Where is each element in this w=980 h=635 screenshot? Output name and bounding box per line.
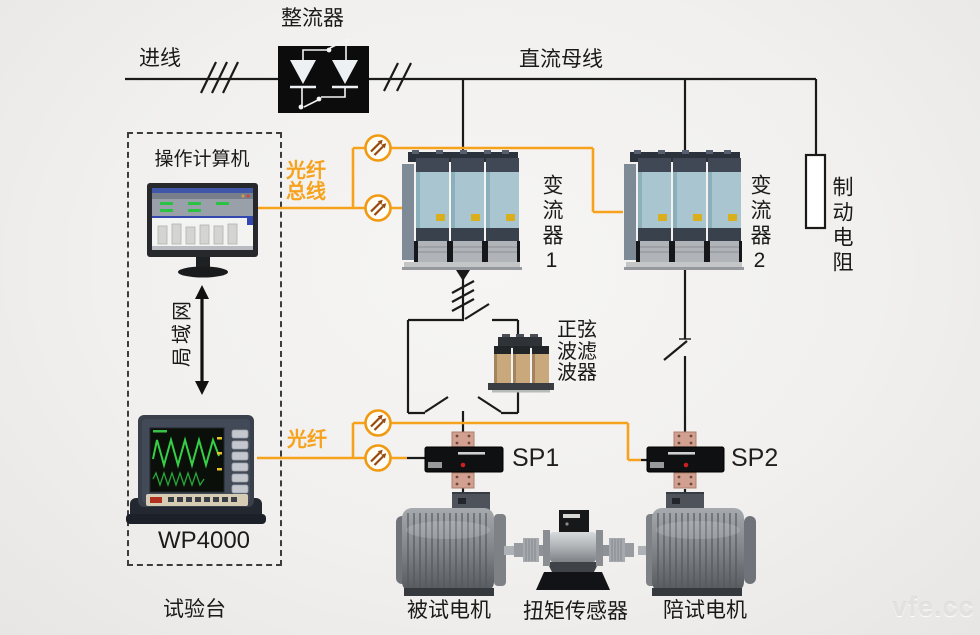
sp2-transducer (646, 431, 725, 489)
sine-filter-label: 正弦 波滤 波器 (557, 319, 597, 384)
line-break-marks-dc (383, 62, 412, 92)
converter2-unit (624, 150, 744, 270)
companion-motor-unit (638, 492, 756, 596)
wp4000-label: WP4000 (157, 527, 251, 554)
sp2-bottom-terminal-pad (673, 472, 697, 489)
line-break-marks-converter1 (451, 280, 475, 312)
fiber-transceiver-icon (364, 409, 392, 437)
shaft-coupling-left (514, 538, 545, 562)
test-bench-dashed-boundary (127, 132, 282, 566)
companion-motor-label: 陪试电机 (663, 599, 747, 622)
test-bench-label: 试验台 (163, 598, 226, 621)
dc-bus-label: 直流母线 (519, 48, 603, 71)
flow-arrow-icon (456, 270, 470, 281)
sp1-bottom-terminal-pad (451, 472, 475, 489)
braking-resistor-symbol (804, 153, 827, 230)
sp2-label: SP2 (731, 444, 779, 472)
operator-computer-monitor (147, 183, 258, 278)
bypass-switch-blade-left (424, 396, 449, 413)
sp1-top-terminal-pad (451, 431, 475, 448)
braking-resistor-label: 制动电阻 (830, 176, 853, 276)
power-wiring (125, 61, 818, 500)
sine-filter-unit (488, 334, 554, 393)
line-break-marks-incoming (200, 61, 239, 94)
converter2-switch-blade (663, 340, 688, 361)
sp1-label: SP1 (512, 444, 560, 472)
motor-under-test-label: 被试电机 (407, 599, 491, 622)
rectifier-label: 整流器 (281, 7, 344, 30)
motor-under-test-unit (396, 492, 514, 596)
converter1-unit (402, 150, 522, 270)
converter1-label: 变流器1 (540, 174, 563, 276)
fiber-transceiver-icon (364, 134, 392, 162)
fiber-bus-label: 光纤 总线 (286, 160, 326, 203)
lan-label: 局域网 (171, 298, 194, 367)
sp1-transducer (424, 431, 504, 489)
site-watermark: vfe.cc (892, 592, 975, 622)
fiber-transceiver-icon (364, 444, 392, 472)
lan-link-arrow-icon (195, 285, 209, 395)
rectifier-symbol (278, 38, 369, 113)
shaft-coupling-right (603, 538, 634, 562)
sp2-top-terminal-pad (673, 431, 697, 448)
incoming-line-label: 进线 (139, 47, 181, 70)
operator-computer-label: 操作计算机 (154, 149, 250, 170)
wp4000-analyzer (126, 415, 266, 524)
fiber-transceiver-icon (364, 194, 392, 222)
fiber-wiring (256, 146, 641, 462)
bypass-switch-blade-right (477, 396, 502, 413)
torque-sensor-unit (536, 510, 610, 590)
filter-switch-blade-top (464, 303, 490, 320)
torque-sensor-label: 扭矩传感器 (523, 600, 628, 623)
fiber-label: 光纤 (287, 429, 327, 451)
converter2-label: 变流器2 (748, 174, 771, 276)
